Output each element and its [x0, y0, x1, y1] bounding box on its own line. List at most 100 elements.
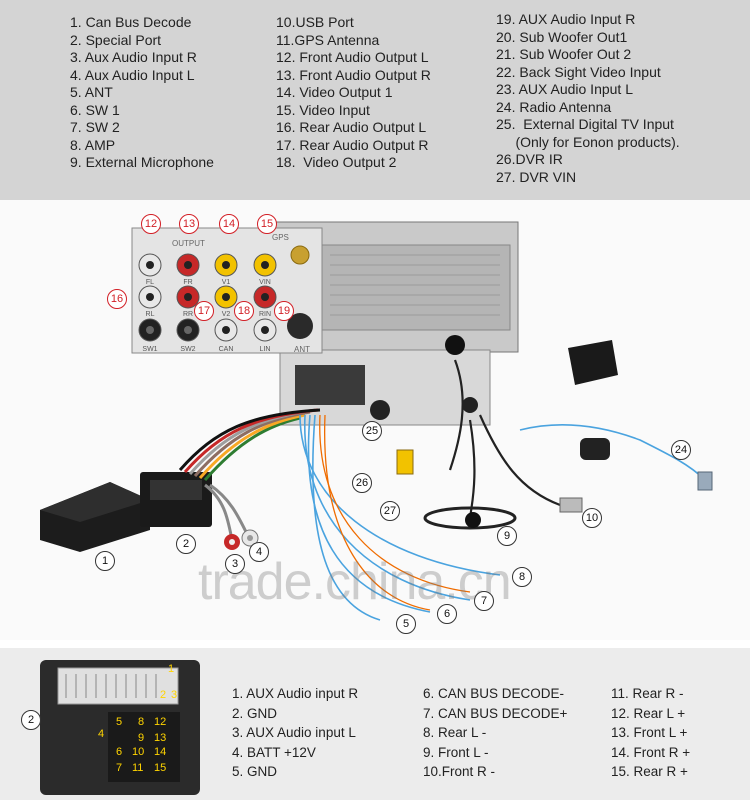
- callout-radio-antenna: 24: [671, 440, 691, 460]
- product-photo: OUTPUT GPS ANT FL FR V1 VIN RL: [0, 200, 750, 640]
- pinout-item: 5. GND: [232, 764, 278, 779]
- rca-jack-fr: [176, 253, 200, 277]
- microphone: [423, 506, 517, 530]
- legend-item: 2. Special Port: [70, 31, 162, 48]
- rca-panel: OUTPUT GPS ANT FL FR V1 VIN RL: [131, 227, 323, 354]
- antenna-splitter: [580, 438, 610, 460]
- output-label: OUTPUT: [172, 239, 205, 248]
- callout-video-out-1: 14: [219, 214, 239, 234]
- pin-number: 2: [160, 689, 167, 701]
- callout-front-out-l: 12: [141, 214, 161, 234]
- legend-item: 4. Aux Audio Input L: [70, 66, 195, 83]
- wiring-illustration: OUTPUT GPS ANT FL FR V1 VIN RL: [40, 221, 713, 621]
- pin-number: 12: [154, 716, 167, 728]
- orange-wires: [319, 414, 471, 611]
- pinout-column-3: 11. Rear R - 12. Rear L + 13. Front L + …: [611, 684, 690, 782]
- callout-sw1: 6: [437, 604, 457, 624]
- legend-item: 11.GPS Antenna: [276, 31, 380, 48]
- pin-number: 7: [116, 762, 123, 774]
- callout-front-out-r: 13: [179, 214, 199, 234]
- special-port-connector: [140, 472, 212, 527]
- pinout-item: 4. BATT +12V: [232, 744, 316, 760]
- legend-item: 20. Sub Woofer Out1: [496, 28, 628, 45]
- rca-jack-can: [214, 318, 238, 342]
- legend-item: 26.DVR IR: [496, 151, 563, 167]
- pinout-column-1: 1. AUX Audio input R 2. GND 3. AUX Audio…: [232, 684, 358, 782]
- port-label: SW1: [142, 346, 157, 353]
- pinout-item: 1. AUX Audio input R: [232, 686, 359, 701]
- legend-column-3: 19. AUX Audio Input R 20. Sub Woofer Out…: [496, 11, 680, 186]
- gps-connector: [290, 245, 310, 265]
- rca-jack-rl: [138, 285, 162, 309]
- legend-item: 6. SW 1: [70, 101, 120, 118]
- pin-number: 11: [132, 762, 144, 774]
- port-label: V1: [222, 279, 231, 286]
- blue-wires: [299, 414, 501, 621]
- pinout-item: 7. CAN BUS DECODE+: [423, 705, 568, 721]
- rca-jack-v1: [214, 253, 238, 277]
- port-label: FL: [146, 279, 154, 286]
- legend-item: 17. Rear Audio Output R: [276, 136, 429, 153]
- legend-panel: 1. Can Bus Decode 2. Special Port 3. Aux…: [0, 0, 750, 200]
- watermark: trade.china.cn: [198, 553, 512, 611]
- head-unit-chassis: [267, 221, 618, 426]
- rca-jack-fl: [138, 253, 162, 277]
- legend-item: 16. Rear Audio Output L: [276, 119, 427, 135]
- pin-number: 5: [116, 716, 123, 728]
- port-label: RIN: [259, 311, 271, 318]
- legend-item: (Only for Eonon products).: [496, 133, 680, 150]
- callout-connector: 2: [21, 710, 41, 730]
- pin-number: 14: [154, 746, 167, 758]
- pinout-item: 13. Front L +: [611, 725, 688, 740]
- pinout-column-2: 6. CAN BUS DECODE- 7. CAN BUS DECODE+ 8.…: [423, 684, 567, 782]
- legend-item: 25. External Digital TV Input: [496, 116, 674, 132]
- port-label: FR: [183, 279, 192, 286]
- rca-jack-v2: [214, 285, 238, 309]
- pin-number: 3: [171, 689, 178, 701]
- radio-antenna-plug: [697, 471, 713, 491]
- rca-jack-sw2: [176, 318, 200, 342]
- callout-digital-tv: 25: [362, 421, 382, 441]
- pinout-item: 8. Rear L -: [423, 725, 487, 740]
- port-label: LIN: [260, 346, 271, 353]
- callout-ant: 5: [396, 614, 416, 634]
- callout-rear-out-r: 17: [194, 301, 214, 321]
- callout-amp: 8: [512, 567, 532, 587]
- legend-item: 1. Can Bus Decode: [70, 14, 192, 30]
- port-label: RR: [183, 311, 193, 318]
- rca-jack-sw1: [138, 318, 162, 342]
- legend-item: 15. Video Input: [276, 101, 370, 118]
- antenna-cable: [519, 424, 706, 481]
- legend-item: 8. AMP: [70, 136, 116, 153]
- pin-number: 15: [154, 762, 167, 774]
- legend-item: 18. Video Output 2: [276, 154, 397, 170]
- pin-number: 10: [132, 746, 145, 758]
- legend-item: 19. AUX Audio Input R: [496, 11, 636, 27]
- pin-number: 4: [98, 728, 105, 740]
- legend-item: 21. Sub Woofer Out 2: [496, 46, 632, 62]
- callout-sw2: 7: [474, 591, 494, 611]
- ant-connector: [287, 313, 313, 339]
- port-label: CAN: [219, 346, 234, 353]
- legend-item: 12. Front Audio Output L: [276, 49, 429, 65]
- pinout-item: 2. GND: [232, 705, 278, 721]
- legend-item: 24. Radio Antenna: [496, 98, 612, 115]
- pin-number: 6: [116, 746, 123, 758]
- legend-item: 5. ANT: [70, 84, 113, 100]
- usb-plug: [559, 497, 583, 513]
- pinout-item: 11. Rear R -: [611, 686, 684, 701]
- pinout-item: 3. AUX Audio input L: [232, 725, 356, 740]
- pin-number: 9: [138, 732, 145, 744]
- ant-label: ANT: [294, 345, 310, 354]
- legend-item: 3. Aux Audio Input R: [70, 49, 197, 65]
- legend-item: 22. Back Sight Video Input: [496, 63, 661, 80]
- wire-harness: [178, 408, 321, 541]
- can-bus-decode-box: [40, 482, 150, 552]
- pinout-item: 6. CAN BUS DECODE-: [423, 686, 565, 701]
- pinout-item: 10.Front R -: [423, 764, 496, 779]
- callout-rear-out-l: 16: [107, 289, 127, 309]
- pinout-item: 15. Rear R +: [611, 764, 688, 779]
- pinout-item: 14. Front R +: [611, 744, 691, 760]
- rca-jack-lin: [253, 318, 277, 342]
- callout-special-port: 2: [176, 534, 196, 554]
